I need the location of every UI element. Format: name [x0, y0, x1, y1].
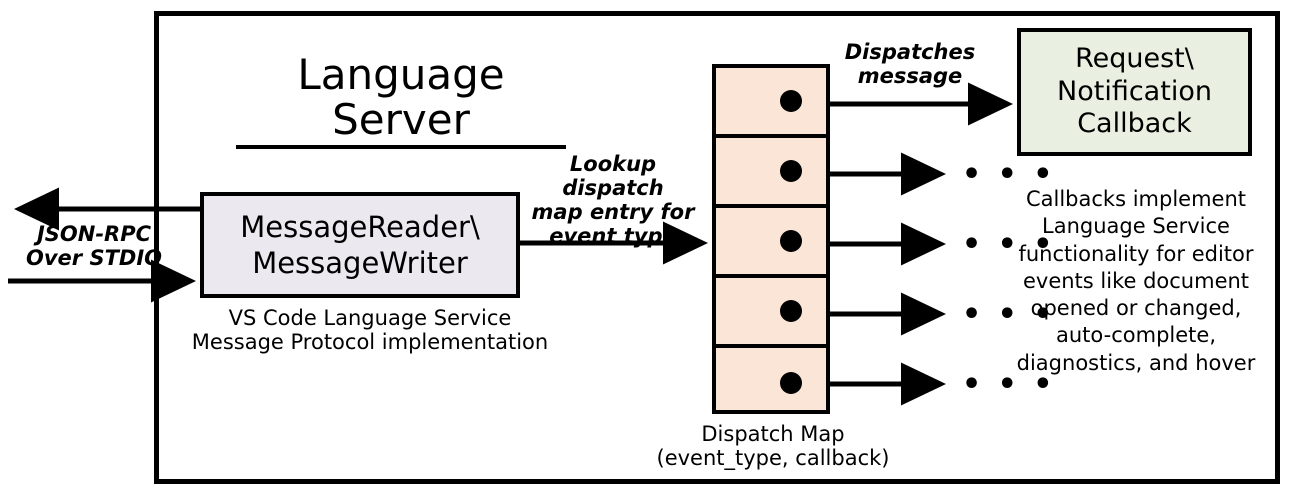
table-row[interactable] [716, 68, 826, 138]
table-row[interactable] [716, 278, 826, 348]
ellipsis-2: • • • [962, 157, 1056, 192]
entry-dot-icon [780, 160, 802, 182]
callback-caption: Callbacks implement Language Service fun… [1016, 187, 1256, 375]
ellipsis-4: • • • [962, 297, 1056, 332]
page-title: Language Server [236, 52, 566, 149]
request-notification-callback-box[interactable]: Request\ Notification Callback [1017, 28, 1252, 156]
json-rpc-transport-label: JSON-RPC Over STDIO [26, 222, 162, 271]
request-notification-callback-label: Request\ Notification Callback [1057, 42, 1212, 140]
ellipsis-3: • • • [962, 227, 1056, 262]
message-reader-writer-box[interactable]: MessageReader\ MessageWriter [200, 192, 520, 298]
entry-dot-icon [780, 230, 802, 252]
message-reader-writer-caption: VS Code Language Service Message Protoco… [191, 306, 549, 355]
table-row[interactable] [716, 208, 826, 278]
lookup-dispatch-label: Lookup dispatch map entry for event type [531, 152, 695, 249]
table-row[interactable] [716, 348, 826, 418]
entry-dot-icon [780, 372, 802, 394]
table-row[interactable] [716, 138, 826, 208]
entry-dot-icon [780, 90, 802, 112]
message-reader-writer-label: MessageReader\ MessageWriter [240, 209, 480, 280]
entry-dot-icon [780, 300, 802, 322]
dispatch-map-table[interactable] [712, 64, 830, 414]
dispatch-map-caption: Dispatch Map (event_type, callback) [656, 422, 890, 471]
language-server-boundary [154, 11, 1280, 484]
ellipsis-5: • • • [962, 367, 1056, 402]
dispatches-message-label: Dispatches message [844, 40, 976, 89]
